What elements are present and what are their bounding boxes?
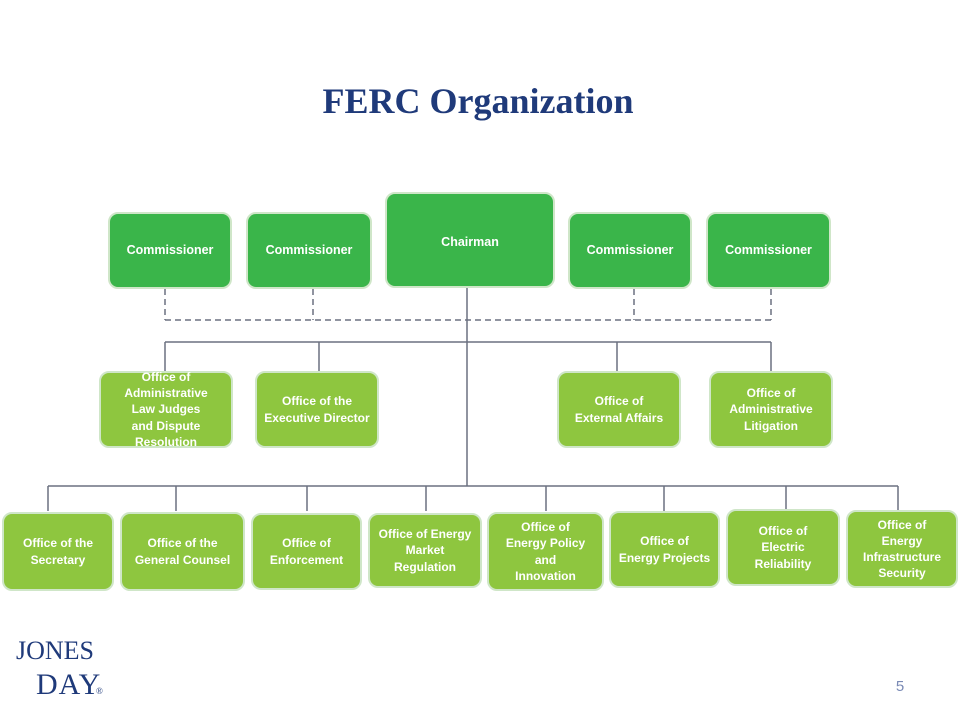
office-label: Office of Enforcement: [269, 536, 344, 567]
office-energy-projects-box: Office of Energy Projects: [609, 511, 720, 588]
office-infrastructure-security-box: Office of Energy Infrastructure Security: [846, 510, 958, 588]
office-label: Office of the Secretary: [22, 536, 93, 567]
office-label: Office of the General Counsel: [134, 536, 231, 567]
commissioner-label: Commissioner: [126, 243, 214, 258]
office-secretary-box: Office of the Secretary: [2, 512, 114, 591]
slide-title: FERC Organization: [322, 81, 634, 121]
commissioner-label: Commissioner: [265, 243, 353, 258]
commissioner-label: Commissioner: [725, 243, 812, 258]
office-general-counsel-box: Office of the General Counsel: [120, 512, 245, 591]
office-executive-director-box: Office of the Executive Director: [255, 371, 379, 448]
office-label: Office of the Executive Director: [264, 394, 370, 425]
office-external-affairs-box: Office of External Affairs: [557, 371, 681, 448]
page-number: 5: [895, 678, 905, 695]
office-label: Office of Energy Projects: [618, 534, 711, 565]
logo-registered-mark: ®: [96, 686, 103, 696]
chairman-label: Chairman: [441, 235, 499, 249]
office-electric-reliability-box: Office of Electric Reliability: [726, 509, 840, 586]
commissioner-box-3: Commissioner: [568, 212, 692, 289]
office-label: Office of Electric Reliability: [754, 524, 812, 571]
logo-line-1: JONES: [16, 636, 95, 665]
commissioner-box-2: Commissioner: [246, 212, 372, 289]
office-label: Office of Administrative Law Judges and …: [124, 370, 208, 449]
office-label: Office of Energy Market Regulation: [378, 527, 472, 574]
jones-day-logo: JONES DAY ®: [14, 636, 114, 706]
office-administrative-litigation-box: Office of Administrative Litigation: [709, 371, 833, 448]
commissioner-box-4: Commissioner: [706, 212, 831, 289]
office-label: Office of Energy Infrastructure Security: [862, 517, 942, 581]
office-enforcement-box: Office of Enforcement: [251, 513, 362, 590]
commissioner-box-1: Commissioner: [108, 212, 232, 289]
office-label: Office of Administrative Litigation: [729, 386, 813, 433]
office-alj-box: Office of Administrative Law Judges and …: [99, 370, 233, 449]
commissioner-label: Commissioner: [586, 243, 674, 258]
office-label: Office of Energy Policy and Innovation: [505, 520, 586, 583]
chairman-box: Chairman: [385, 192, 555, 288]
office-energy-policy-box: Office of Energy Policy and Innovation: [487, 512, 604, 591]
logo-line-2: DAY: [36, 668, 102, 701]
office-market-regulation-box: Office of Energy Market Regulation: [368, 513, 482, 588]
office-label: Office of External Affairs: [574, 394, 664, 425]
